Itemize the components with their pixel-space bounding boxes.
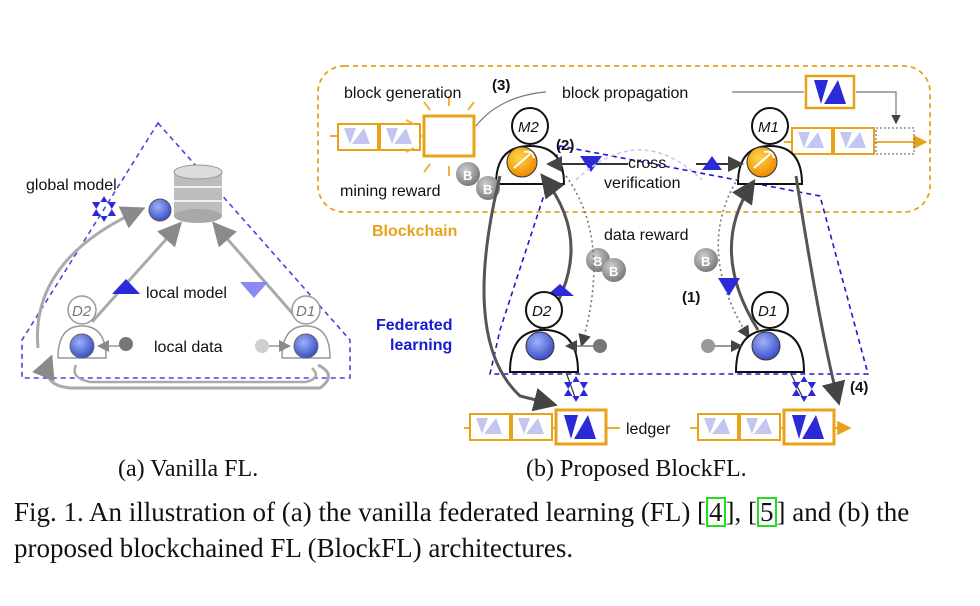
d1-data-dot (255, 339, 269, 353)
device-d1-icon-b: D1 (734, 291, 806, 373)
ledger-left-block-new (554, 408, 608, 446)
top-chain-block-4 (833, 127, 875, 155)
d2-label: D2 (72, 303, 92, 320)
data-reward-label: data reward (604, 227, 689, 244)
d2-local-data-dot (593, 339, 607, 353)
ledger-right-block-1 (697, 413, 739, 441)
step-1-label: (1) (682, 289, 700, 306)
svg-text:B: B (701, 254, 710, 269)
cross-up-triangle-icon (702, 156, 722, 170)
block-propagation-label: block propagation (562, 85, 688, 102)
cross-arc (575, 149, 703, 181)
svg-text:B: B (483, 182, 492, 197)
citation-link-5[interactable]: 5 (757, 497, 777, 527)
d1-local-data-dot (701, 339, 715, 353)
blockchain-label: Blockchain (372, 223, 457, 240)
block-generation-label: block generation (344, 85, 461, 102)
global-model-label: global model (26, 177, 117, 194)
d2-ledger-link (565, 371, 577, 401)
blockfl-panel: Blockchain Federated learning block gene… (317, 65, 931, 446)
data-reward-coin-icon: B B B (586, 248, 718, 282)
federated-boundary (488, 145, 870, 375)
device-d2-icon: D2 (57, 295, 107, 359)
inner-loop (73, 364, 318, 384)
caption-mid: ], [ (725, 497, 758, 527)
m1-to-ledger-arrow (794, 175, 846, 406)
step-3-label: (3) (492, 77, 510, 94)
miner-m2-icon: M2 (494, 107, 566, 185)
device-d2-icon-b: D2 (508, 291, 580, 373)
ledger-left-block-2 (511, 413, 553, 441)
local-data-label: local data (154, 339, 223, 356)
cross-label: cross (628, 155, 666, 172)
d1-upload-arrow-b (729, 179, 760, 331)
citation-link-4[interactable]: 4 (706, 497, 726, 527)
d1-label-b: D1 (758, 303, 777, 320)
verification-label: verification (604, 175, 680, 192)
svg-text:B: B (463, 168, 472, 183)
d2-upload-arrow (90, 221, 183, 324)
global-aggregator-icon (148, 198, 172, 222)
panel-b-caption: (b) Proposed BlockFL. (526, 456, 747, 482)
m2-label: M2 (518, 119, 539, 136)
step-4-label: (4) (850, 379, 868, 396)
propagation-line-left (475, 91, 547, 127)
d1-global-star-icon (792, 376, 816, 402)
d1-upload-triangle-icon (718, 278, 740, 296)
cross-down-triangle-icon (580, 156, 602, 172)
global-model-star-icon (92, 196, 116, 222)
local-model-down-triangle-icon (240, 282, 268, 298)
local-model-label: local model (146, 285, 227, 302)
propagation-arrow (856, 91, 901, 125)
d2-label-b: D2 (532, 303, 552, 320)
ledger-label: ledger (626, 421, 671, 438)
d2-global-star-icon (564, 376, 588, 402)
pending-block-placeholder (875, 127, 915, 155)
figure-caption: Fig. 1. An illustration of (a) the vanil… (14, 494, 966, 566)
vanilla-fl-panel: global model local model local data D2 D… (21, 121, 351, 390)
m2-to-ledger-arrow (482, 175, 558, 412)
mining-reward-coin-icon: B B (456, 162, 500, 200)
d2-data-dot (119, 337, 133, 351)
panel-a-caption: (a) Vanilla FL. (118, 456, 259, 482)
device-d1-icon: D1 (281, 295, 331, 359)
m1-label: M1 (758, 119, 779, 136)
caption-prefix: Fig. 1. An illustration of (a) the vanil… (14, 497, 707, 527)
new-block-icon (422, 114, 476, 158)
server-database-icon (173, 164, 223, 223)
ledger-right-block-2 (739, 413, 781, 441)
svg-text:B: B (609, 264, 618, 279)
top-chain-block-2 (379, 123, 421, 151)
local-model-up-triangle-icon (112, 279, 140, 294)
step-2-label: (2) (556, 137, 574, 154)
learning-label: learning (390, 337, 452, 354)
top-chain-block-1 (337, 123, 379, 151)
ledger-left-block-1 (469, 413, 511, 441)
federated-label: Federated (376, 317, 452, 334)
propagated-block (804, 74, 856, 110)
blockchain-boundary (317, 65, 931, 213)
blockfl-diagram: global model local model local data D2 D… (21, 65, 931, 446)
caption-suffix: ] and (b) the proposed blockchained FL (… (14, 497, 910, 563)
d2-upload-triangle-icon (546, 284, 574, 296)
ledger-right-block-new (782, 408, 836, 446)
d1-upload-arrow (212, 221, 302, 323)
bottom-loop-arrow (32, 354, 330, 390)
miner-m1-icon: M1 (736, 107, 804, 185)
svg-text:B: B (593, 254, 602, 269)
top-chain-block-3 (791, 127, 833, 155)
mining-reward-label: mining reward (340, 183, 440, 200)
d1-label: D1 (296, 303, 315, 320)
global-to-d2-arrow (35, 206, 146, 349)
